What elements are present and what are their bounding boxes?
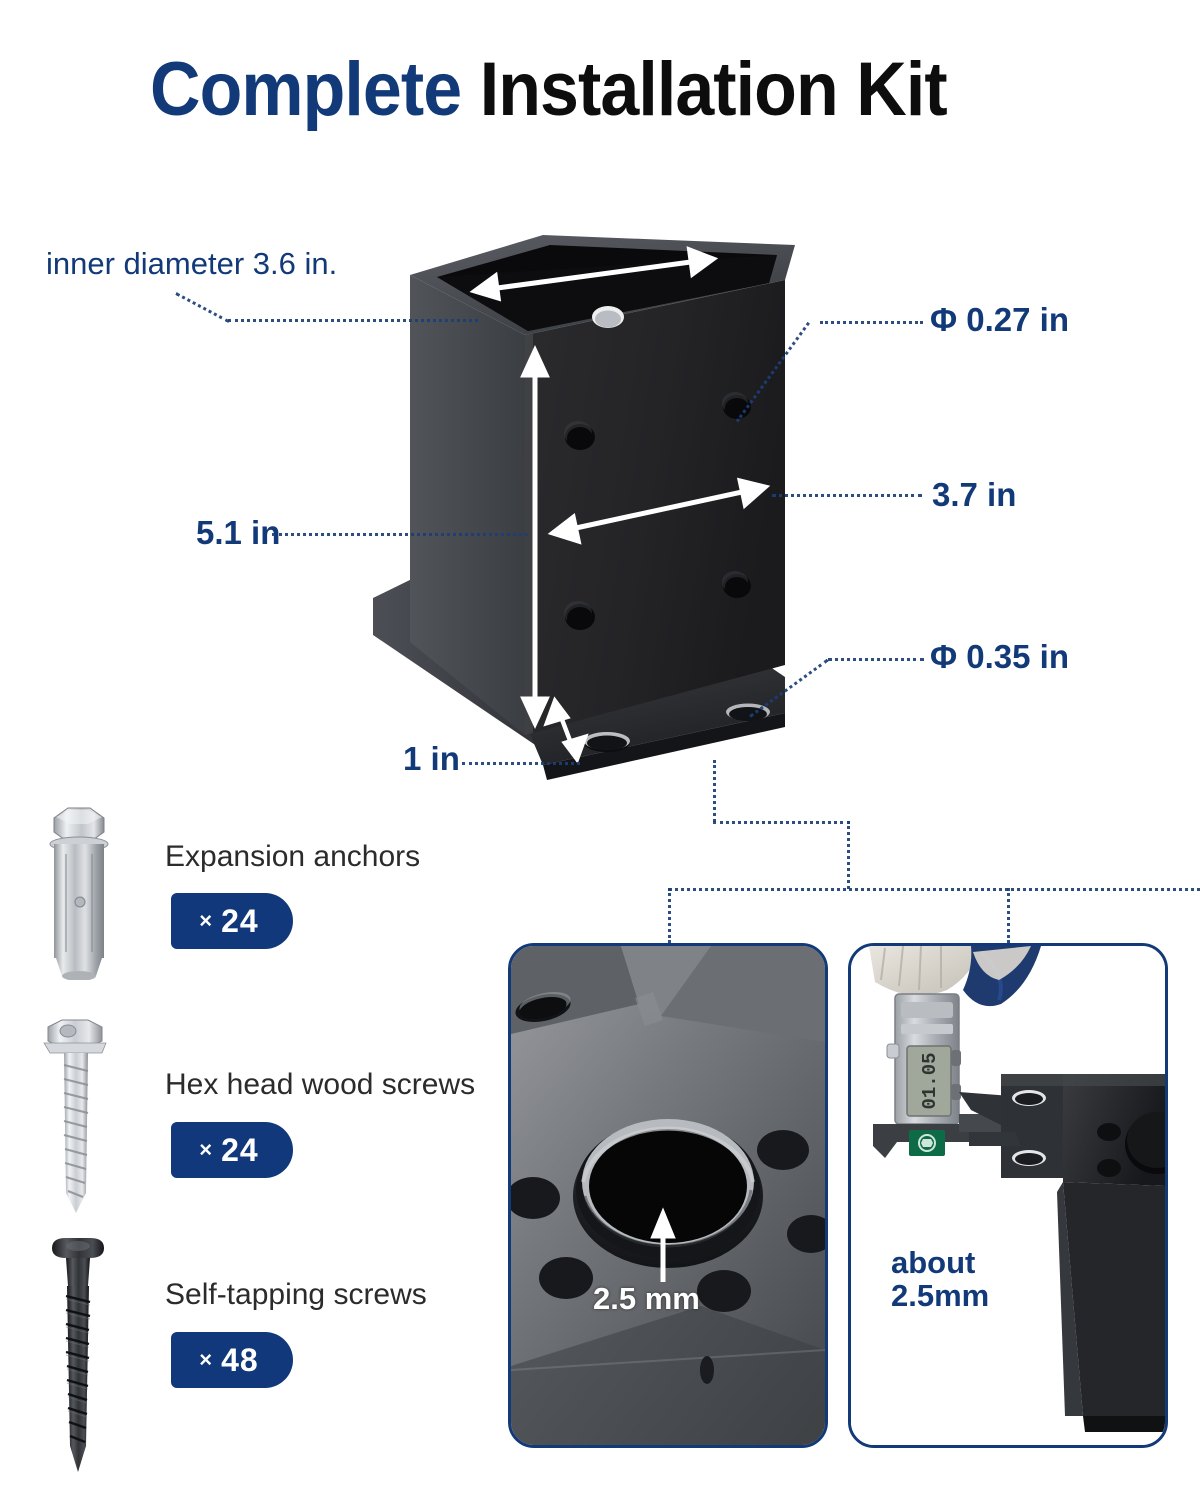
leader-width xyxy=(772,494,922,497)
hardware-count-badge-hex-head-wood-screws: × 24 xyxy=(171,1122,293,1178)
leader-hole-small xyxy=(820,321,923,324)
hardware-label-hex-head-wood-screws: Hex head wood screws xyxy=(165,1068,476,1101)
leader-flange xyxy=(462,762,580,765)
hardware-item-self-tapping-screws: Self-tapping screws × 48 xyxy=(34,1232,514,1472)
thickness-arrow xyxy=(650,1207,676,1282)
thickness-closeup-photo xyxy=(511,946,825,1445)
badge-count-value: 24 xyxy=(221,902,259,939)
photo-panel-caliper-measure: 01.05 xyxy=(848,943,1168,1448)
leader-height xyxy=(272,533,528,536)
callout-height: 5.1 in xyxy=(196,514,281,551)
hardware-item-expansion-anchors: Expansion anchors × 24 xyxy=(34,800,494,980)
product-bracket-illustration xyxy=(365,235,810,795)
dim-arrow-inner-diameter xyxy=(469,246,719,302)
badge-count-value: 24 xyxy=(221,1131,259,1168)
callout-inner-diameter: inner diameter 3.6 in. xyxy=(46,246,338,281)
dim-arrow-flange xyxy=(543,696,589,764)
caliper-reading: 01.05 xyxy=(919,1052,941,1109)
title-highlight: Complete xyxy=(150,47,462,132)
badge-multiplier-symbol: × xyxy=(199,1137,214,1162)
badge-count-value: 48 xyxy=(221,1341,259,1378)
callout-flange: 1 in xyxy=(403,740,460,777)
callout-hole-small: Φ 0.27 in xyxy=(930,301,1069,338)
dim-arrow-height xyxy=(520,344,550,730)
hardware-item-hex-head-wood-screws: Hex head wood screws × 24 xyxy=(34,1015,514,1215)
badge-multiplier-symbol: × xyxy=(199,908,214,933)
caliper-measure-photo: 01.05 xyxy=(851,946,1165,1445)
self-tapping-screw-icon xyxy=(52,1238,104,1472)
expansion-anchor-icon xyxy=(49,807,109,980)
connector-drop-left xyxy=(668,888,671,943)
hardware-label-expansion-anchors: Expansion anchors xyxy=(165,840,421,873)
connector-branch-upper xyxy=(713,821,850,824)
photo-panel-thickness-closeup: 2.5 mm xyxy=(508,943,828,1448)
connector-trunk-top xyxy=(713,760,716,822)
connector-branch-lower xyxy=(668,888,1200,891)
hex-head-wood-screw-icon xyxy=(43,1019,107,1213)
dim-arrow-width xyxy=(547,477,771,545)
title-rest: Installation Kit xyxy=(461,47,948,132)
hardware-label-self-tapping-screws: Self-tapping screws xyxy=(165,1278,427,1311)
photo-panel-caption-caliper: about 2.5mm xyxy=(891,1245,990,1314)
leader-hole-large xyxy=(828,658,924,661)
callout-width: 3.7 in xyxy=(932,476,1017,513)
connector-trunk-mid xyxy=(847,821,850,889)
hardware-count-badge-self-tapping-screws: × 48 xyxy=(171,1332,293,1388)
bracket-svg xyxy=(373,235,795,780)
page-title: Complete Installation Kit xyxy=(150,52,948,128)
photo-panel-caption-thickness: 2.5 mm xyxy=(593,1281,700,1316)
callout-hole-large: Φ 0.35 in xyxy=(930,638,1069,675)
leader-inner-diameter-diagonal xyxy=(175,292,230,323)
hardware-count-badge-expansion-anchors: × 24 xyxy=(171,893,293,949)
connector-drop-right xyxy=(1007,888,1010,943)
leader-inner-diameter xyxy=(228,319,478,322)
badge-multiplier-symbol: × xyxy=(199,1347,214,1372)
